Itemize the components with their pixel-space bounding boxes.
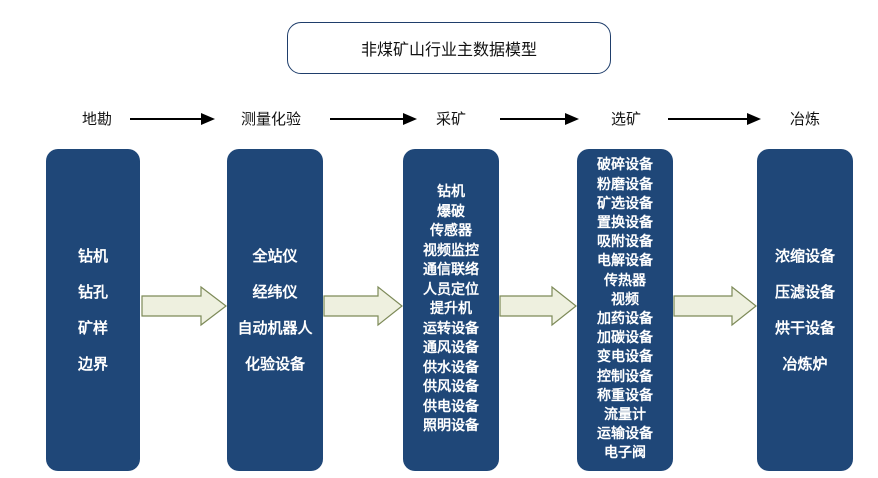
list-item: 供水设备: [423, 359, 479, 376]
stage-label-mining: 采矿: [435, 110, 466, 128]
list-item: 破碎设备: [597, 157, 653, 174]
list-item: 照明设备: [423, 418, 479, 435]
column-processing: 破碎设备 粉磨设备 矿选设备 置换设备 吸附设备 电解设备 传热器 视频 加药设…: [577, 149, 673, 471]
list-item: 冶炼炉: [782, 355, 828, 373]
list-item: 运输设备: [597, 426, 653, 443]
list-item: 流量计: [604, 407, 646, 424]
list-item: 通风设备: [423, 340, 479, 357]
list-item: 供风设备: [423, 379, 479, 396]
list-item: 供电设备: [423, 398, 479, 415]
list-item: 加药设备: [597, 311, 653, 327]
diagram-title: 非煤矿山行业主数据模型: [287, 22, 611, 74]
stage-label-smelting: 冶炼: [789, 110, 820, 128]
list-item: 置换设备: [597, 214, 653, 231]
list-item: 边界: [77, 355, 108, 373]
column-smelting: 浓缩设备 压滤设备 烘干设备 冶炼炉: [757, 149, 853, 471]
list-item: 运转设备: [423, 320, 479, 337]
list-item: 通信联络: [423, 262, 479, 279]
list-item: 吸附设备: [597, 234, 653, 251]
list-item: 控制设备: [597, 368, 653, 385]
list-item: 传感器: [430, 223, 472, 240]
list-item: 矿样: [77, 319, 108, 337]
flow-arrow-4-head: [747, 113, 761, 125]
list-item: 爆破: [437, 203, 465, 220]
flow-arrow-2-line: [330, 118, 404, 120]
list-item: 电解设备: [597, 253, 653, 270]
list-item: 经纬仪: [252, 283, 298, 301]
list-item: 化验设备: [244, 355, 305, 373]
list-item: 钻孔: [77, 283, 108, 301]
list-item: 压滤设备: [774, 283, 835, 301]
list-item: 浓缩设备: [774, 247, 835, 265]
list-item: 钻机: [77, 247, 108, 265]
column-geology: 钻机 钻孔 矿样 边界: [46, 149, 140, 471]
list-item: 全站仪: [252, 247, 298, 265]
stage-label-geology: 地勘: [81, 110, 112, 128]
column-mining: 钻机 爆破 传感器 视频监控 通信联络 人员定位 提升机 运转设备 通风设备 供…: [403, 149, 499, 471]
list-item: 视频监控: [423, 242, 479, 259]
block-arrow-1: [141, 285, 227, 327]
list-item: 变电设备: [597, 349, 653, 366]
list-item: 人员定位: [423, 281, 479, 298]
block-arrow-3: [499, 285, 577, 327]
list-item: 称重设备: [597, 387, 653, 404]
list-item: 传热器: [604, 272, 646, 289]
flow-arrow-1-line: [130, 118, 202, 120]
list-item: 钻机: [437, 184, 465, 201]
block-arrow-2: [323, 285, 403, 327]
flow-arrow-2-head: [403, 113, 417, 125]
list-item: 烘干设备: [774, 319, 835, 337]
list-item: 提升机: [430, 301, 472, 318]
block-arrow-4: [673, 285, 757, 327]
flow-arrow-1-head: [201, 113, 215, 125]
flow-arrow-3-line: [500, 118, 566, 120]
stage-label-processing: 选矿: [610, 110, 641, 128]
list-item: 自动机器人: [237, 319, 313, 337]
flow-arrow-4-line: [668, 118, 748, 120]
list-item: 矿选设备: [597, 195, 653, 212]
list-item: 粉磨设备: [597, 176, 653, 193]
list-item: 电子阀: [604, 445, 646, 462]
flow-arrow-3-head: [565, 113, 579, 125]
stage-label-survey: 测量化验: [240, 110, 301, 128]
column-survey: 全站仪 经纬仪 自动机器人 化验设备: [227, 149, 323, 471]
list-item: 视频: [611, 291, 639, 308]
list-item: 加碳设备: [597, 330, 653, 347]
